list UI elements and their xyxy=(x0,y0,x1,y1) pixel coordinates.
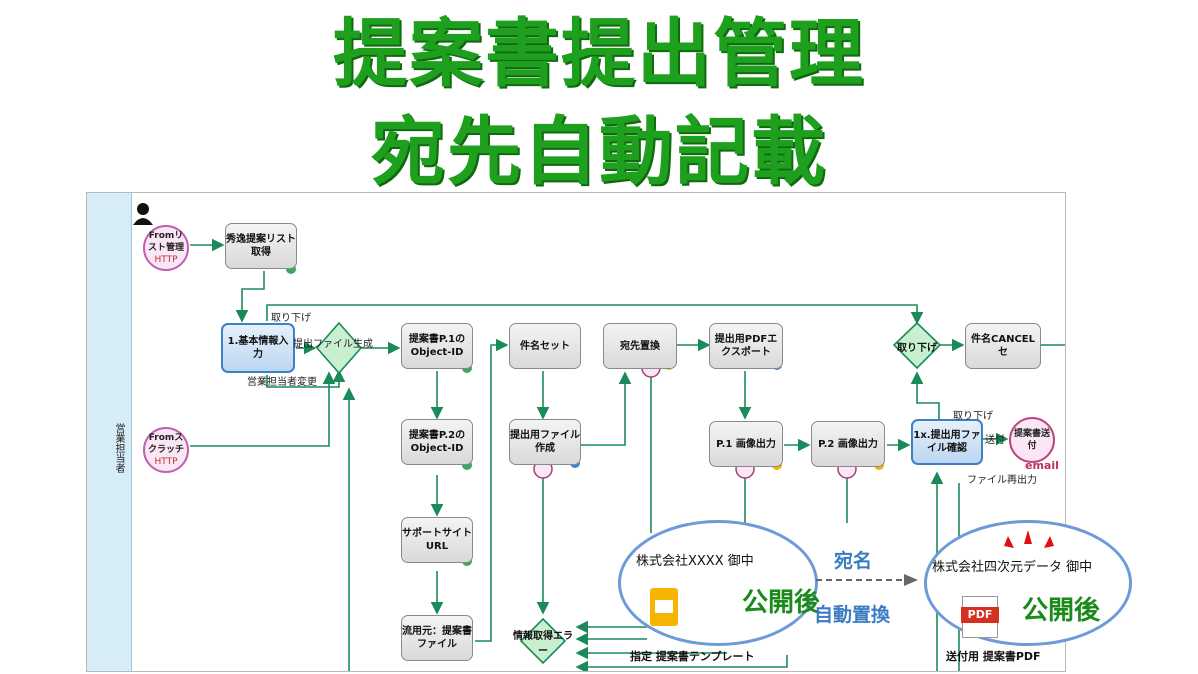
start-event-scratch[interactable]: Fromスクラッチ HTTP xyxy=(143,427,189,473)
replace-label-line2: 自動置換 xyxy=(814,604,891,626)
flow-label-send: 送付 xyxy=(985,435,1005,446)
flow-connectors xyxy=(133,203,1065,671)
page-title-line1: 提案書提出管理 xyxy=(333,11,865,97)
flow-line xyxy=(475,338,509,642)
gateway-withdraw-label: 取り下げ xyxy=(897,343,937,354)
task-source-file[interactable]: 流用元：提案書ファイル xyxy=(401,615,473,661)
template-caption: 指定 提案書テンプレート xyxy=(630,650,755,663)
replace-label-line1: 宛名 xyxy=(834,550,873,572)
callout-template xyxy=(618,520,818,646)
callout-pdf-text: 株式会社四次元データ 御中 xyxy=(932,560,1093,575)
pdf-file-icon: PDF xyxy=(961,596,999,638)
task-basic-info[interactable]: 1.基本情報入力 xyxy=(221,323,295,373)
flow-label-reoutput: ファイル再出力 xyxy=(967,475,1037,486)
flow-label-withdraw: 取り下げ xyxy=(271,313,311,324)
gateway-diamond xyxy=(315,321,363,375)
task-list-fetch[interactable]: 秀逸提案リスト取得 xyxy=(225,223,297,269)
flow-label-generate: 提出ファイル生成 xyxy=(293,339,373,350)
swimlane-label: 営業担当者 xyxy=(113,423,124,473)
pdf-caption: 送付用 提案書PDF xyxy=(946,650,1041,663)
task-p1-image[interactable]: P.1 画像出力 xyxy=(709,421,783,467)
gateway-withdraw-diamond xyxy=(892,321,942,370)
callout-template-big: 公開後 xyxy=(742,588,821,618)
flow-line xyxy=(266,304,924,325)
flow-label-owner-change: 営業担当者変更 xyxy=(247,377,317,388)
page-title-line2: 宛先自動記載 xyxy=(371,109,827,195)
start-event-list[interactable]: Fromリスト管理 HTTP xyxy=(143,225,189,271)
user-icon-body xyxy=(133,218,153,225)
task-p2-object-id[interactable]: 提案書P.2のObject-ID xyxy=(401,419,473,465)
callout-template-text: 株式会社XXXX 御中 xyxy=(636,554,754,569)
task-replace-address[interactable]: 宛先置換 xyxy=(603,323,677,369)
flow-line xyxy=(575,655,788,671)
flow-line xyxy=(266,369,346,388)
task-cancel-subject[interactable]: 件名CANCEL セ xyxy=(965,323,1041,369)
highlight-marks-icon xyxy=(1004,530,1054,548)
gateway-error-diamond xyxy=(519,617,567,665)
flow-line xyxy=(910,371,940,419)
task-p2-image[interactable]: P.2 画像出力 xyxy=(811,421,885,467)
callout-pdf xyxy=(924,520,1132,646)
flow-label-withdraw2: 取り下げ xyxy=(953,411,993,422)
service-badges xyxy=(286,264,884,566)
flow-line xyxy=(190,371,336,447)
flow-line xyxy=(235,271,265,323)
user-icon xyxy=(137,203,149,215)
task-confirm-file[interactable]: 1x.提出用ファイル確認 xyxy=(911,419,983,465)
workflow-diagram: 営業担当者 xyxy=(86,192,1066,672)
gateway-error-label: 情報取得エラー xyxy=(513,631,573,657)
task-subject-set[interactable]: 件名セット xyxy=(509,323,581,369)
flow-line xyxy=(579,371,632,446)
callout-pdf-big: 公開後 xyxy=(1022,596,1101,626)
task-p1-object-id[interactable]: 提案書P.1のObject-ID xyxy=(401,323,473,369)
slides-template-icon xyxy=(650,588,678,626)
swimlane-header: 営業担当者 xyxy=(87,193,132,671)
email-protocol-label: email xyxy=(1025,459,1059,472)
task-create-file[interactable]: 提出用ファイル作成 xyxy=(509,419,581,465)
end-event-send[interactable]: 提案書送付 xyxy=(1009,417,1055,463)
task-pdf-export[interactable]: 提出用PDFエクスポート xyxy=(709,323,783,369)
task-support-url[interactable]: サポートサイトURL xyxy=(401,517,473,563)
replace-arrow xyxy=(816,574,918,586)
